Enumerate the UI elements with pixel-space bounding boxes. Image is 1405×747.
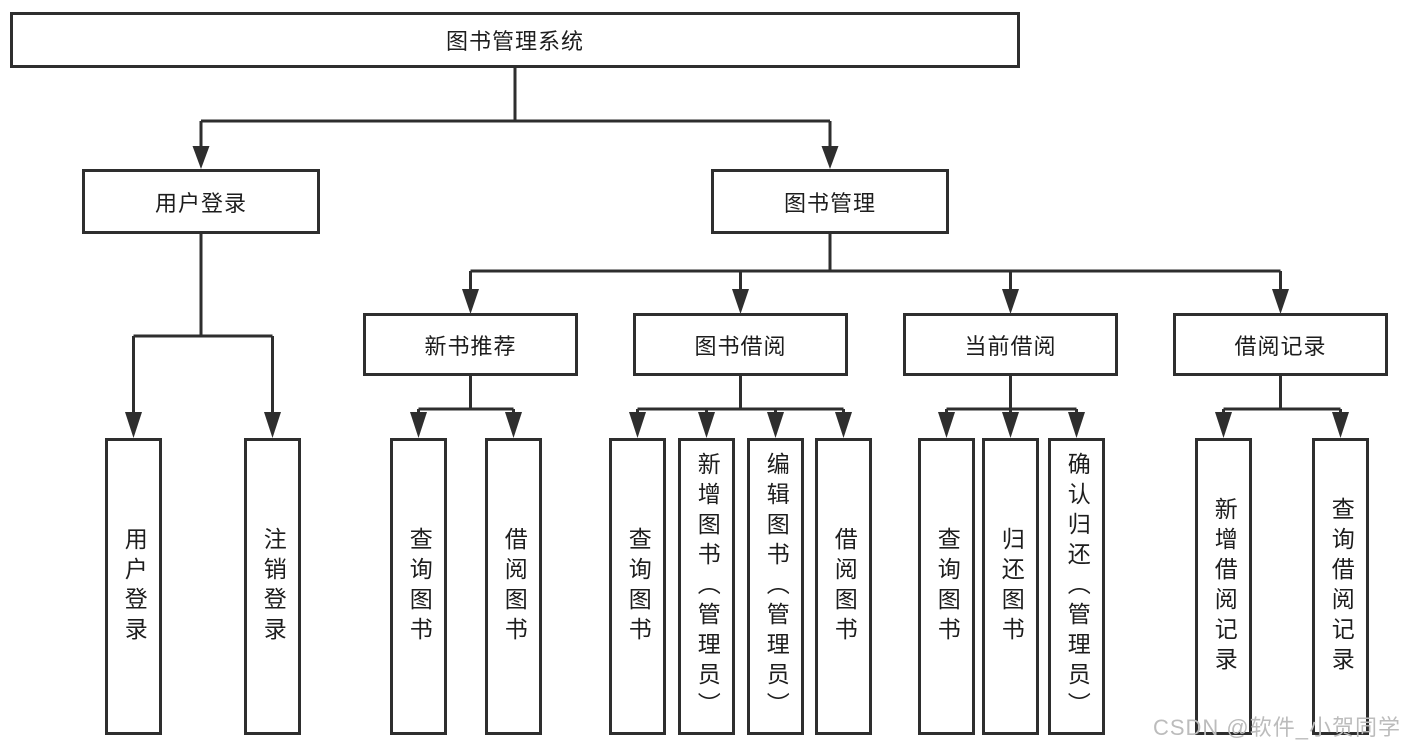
leaf-query-books-recommend: 查询图书 — [390, 438, 447, 735]
leaf-add-borrow-record: 新增借阅记录 — [1195, 438, 1252, 735]
leaf-label: 归还图书 — [998, 526, 1025, 647]
node-book-borrow: 图书借阅 — [633, 313, 848, 376]
leaf-label: 查询图书 — [934, 526, 961, 647]
connectors-new-book-recommend — [410, 376, 522, 438]
leaf-borrow-books: 借阅图书 — [815, 438, 872, 735]
connectors-current-borrow — [938, 376, 1085, 438]
leaf-add-books-admin: 新增图书（管理员） — [678, 438, 735, 735]
leaf-query-books-borrow: 查询图书 — [609, 438, 666, 735]
leaf-label: 新增借阅记录 — [1211, 496, 1238, 677]
leaf-label: 用户登录 — [121, 526, 148, 647]
leaf-label: 查询图书 — [406, 526, 433, 647]
node-user-login: 用户登录 — [82, 169, 320, 234]
leaf-user-login: 用户登录 — [105, 438, 162, 735]
leaf-label: 查询借阅记录 — [1328, 496, 1355, 677]
leaf-confirm-return-admin: 确认归还（管理员） — [1048, 438, 1105, 735]
leaf-query-books-current: 查询图书 — [918, 438, 975, 735]
connectors-book-management — [462, 234, 1289, 314]
connectors-user-login — [125, 234, 281, 438]
leaf-label: 查询图书 — [625, 526, 652, 647]
node-label: 借阅记录 — [1234, 333, 1327, 359]
node-new-book-recommend: 新书推荐 — [363, 313, 578, 376]
leaf-edit-books-admin: 编辑图书（管理员） — [747, 438, 804, 735]
node-label: 当前借阅 — [964, 333, 1057, 359]
node-borrow-records: 借阅记录 — [1173, 313, 1388, 376]
leaf-label: 新增图书（管理员） — [694, 451, 721, 722]
leaf-label: 注销登录 — [260, 526, 287, 647]
leaf-label: 借阅图书 — [831, 526, 858, 647]
node-label: 图书管理 — [783, 190, 876, 216]
node-label: 图书管理系统 — [445, 29, 584, 54]
node-label: 新书推荐 — [424, 333, 517, 359]
leaf-label: 借阅图书 — [501, 526, 528, 647]
node-label: 用户登录 — [154, 190, 247, 216]
leaf-return-books: 归还图书 — [982, 438, 1039, 735]
leaf-logout: 注销登录 — [244, 438, 301, 735]
leaf-label: 确认归还（管理员） — [1064, 451, 1091, 722]
node-label: 图书借阅 — [694, 333, 787, 359]
csdn-watermark: CSDN @软件_小贺同学 — [1152, 715, 1401, 740]
leaf-label: 编辑图书（管理员） — [763, 451, 790, 722]
connectors-borrow-records — [1215, 376, 1349, 438]
connectors-root — [192, 66, 839, 169]
connectors-book-borrow — [629, 376, 852, 438]
node-book-management: 图书管理 — [711, 169, 949, 234]
node-library-management-system: 图书管理系统 — [10, 12, 1020, 68]
leaf-query-borrow-record: 查询借阅记录 — [1312, 438, 1369, 735]
leaf-borrow-books-recommend: 借阅图书 — [485, 438, 542, 735]
node-current-borrow: 当前借阅 — [903, 313, 1118, 376]
